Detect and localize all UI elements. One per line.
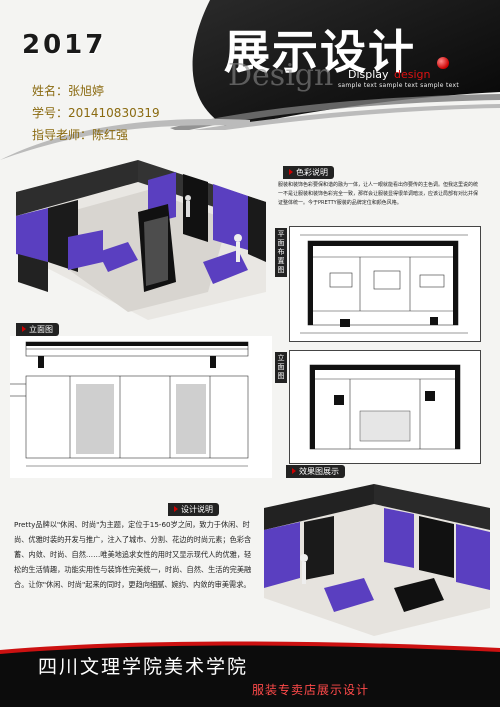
section-tag-plan: 平面布置图 bbox=[275, 228, 287, 277]
course-title: 服装专卖店展示设计 bbox=[252, 683, 370, 697]
tag-triangle-icon bbox=[174, 506, 178, 512]
store-render-3d-bottom bbox=[264, 484, 490, 636]
section-tag-render: 效果图展示 bbox=[286, 465, 345, 478]
sample-text: sample text sample text sample text bbox=[338, 82, 460, 89]
design-word: design bbox=[394, 68, 431, 81]
tag-triangle-icon bbox=[292, 468, 296, 474]
tag-triangle-icon bbox=[22, 326, 26, 332]
tag-triangle-icon bbox=[289, 169, 293, 175]
advisor-name: 指导老师：陈红强 bbox=[32, 128, 129, 142]
design-description: Pretty品牌以"休闲、时尚"为主题，定位于15-60岁之间，致力于休闲、时尚… bbox=[14, 520, 252, 589]
main-title: 展示设计 bbox=[224, 25, 416, 79]
section-tag-design: 设计说明 bbox=[168, 503, 219, 516]
elevation-drawing-left bbox=[10, 336, 272, 478]
section-tag-label: 立面图 bbox=[29, 325, 53, 334]
red-dot-icon bbox=[437, 57, 449, 69]
display-word: Display bbox=[348, 68, 389, 81]
student-id: 学号：201410830319 bbox=[32, 106, 160, 120]
year-label: 2017 bbox=[22, 30, 107, 60]
elevation-drawing-right bbox=[289, 350, 481, 464]
floor-plan bbox=[289, 226, 481, 342]
school-name: 四川文理学院美术学院 bbox=[38, 656, 249, 678]
student-name: 姓名：张旭婷 bbox=[32, 84, 105, 98]
section-tag-color: 色彩说明 bbox=[283, 166, 334, 179]
left-swoosh bbox=[0, 119, 250, 160]
store-render-3d bbox=[16, 160, 266, 320]
footer-band bbox=[0, 641, 500, 707]
section-tag-elevation-right: 立面图 bbox=[275, 352, 287, 383]
section-tag-label: 色彩说明 bbox=[296, 168, 328, 177]
section-tag-label: 效果图展示 bbox=[299, 467, 339, 476]
section-tag-elevation: 立面图 bbox=[16, 323, 59, 336]
header-band bbox=[170, 0, 500, 130]
design-watermark: Design bbox=[228, 58, 334, 93]
section-tag-label: 设计说明 bbox=[181, 505, 213, 514]
color-description: 服装和装饰色彩要保和谐的融为一体，让人一眼就能看出你要传的主色调。但我这里说的统… bbox=[278, 182, 479, 206]
